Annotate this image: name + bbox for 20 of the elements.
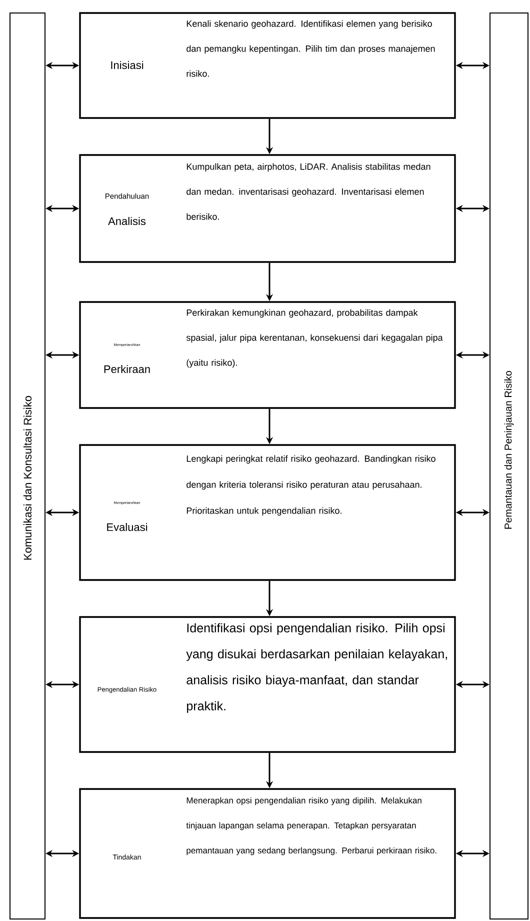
band-title: Komunikasi dan Konsultasi Risiko <box>23 396 32 560</box>
process-box <box>79 154 456 263</box>
process-box <box>79 788 456 919</box>
side-band <box>10 12 46 920</box>
process-box <box>79 616 456 753</box>
step-title: Perkiraan <box>104 364 150 374</box>
step-title: Inisiasi <box>111 60 144 70</box>
side-band <box>490 12 528 920</box>
step-description: Perkirakan kemungkinan geohazard, probabilitas dampak spasial, jalur pipa kerentanan, konsekuensi dari kegagalan pipa (yaitu risiko). <box>186 309 443 368</box>
step-description: Kumpulkan peta, airphotos, LiDAR. Analisis stabilitas medan dan medan. inventarisasi geohazard. Inventarisasi elemen berisiko. <box>186 163 430 220</box>
process-box <box>79 301 456 409</box>
step-description: Identifikasi opsi pengendalian risiko. Pilih opsi yang disukai berdasarkan penilaian kelayakan, analisis risiko biaya-manfaat, dan standar praktik. <box>186 623 447 713</box>
step-description: Lengkapi peringkat relatif risiko geohazard. Bandingkan risiko dengan kriteria toleransi risiko peraturan atau perusahaan. Prioritaskan untuk pengendalian risiko. <box>186 455 436 516</box>
band-title: Pemantauan dan Peninjauan Risiko <box>504 370 514 529</box>
process-box <box>79 444 456 581</box>
step-description: Menerapkan opsi pengendalian risiko yang dipilih. Melakukan tinjauan lapangan selama penerapan. Tetapkan persyaratan pemantauan yang sedang berlangsung. Perbarui perkiraan risiko. <box>186 797 436 856</box>
step-description: Kenali skenario geohazard. Identifikasi elemen yang berisiko dan pemangku kepentingan. Pilih tim dan proses manajemen risiko. <box>186 20 435 77</box>
process-box <box>79 12 456 119</box>
step-title: Evaluasi <box>107 522 148 532</box>
step-title: Analisis <box>108 216 146 226</box>
